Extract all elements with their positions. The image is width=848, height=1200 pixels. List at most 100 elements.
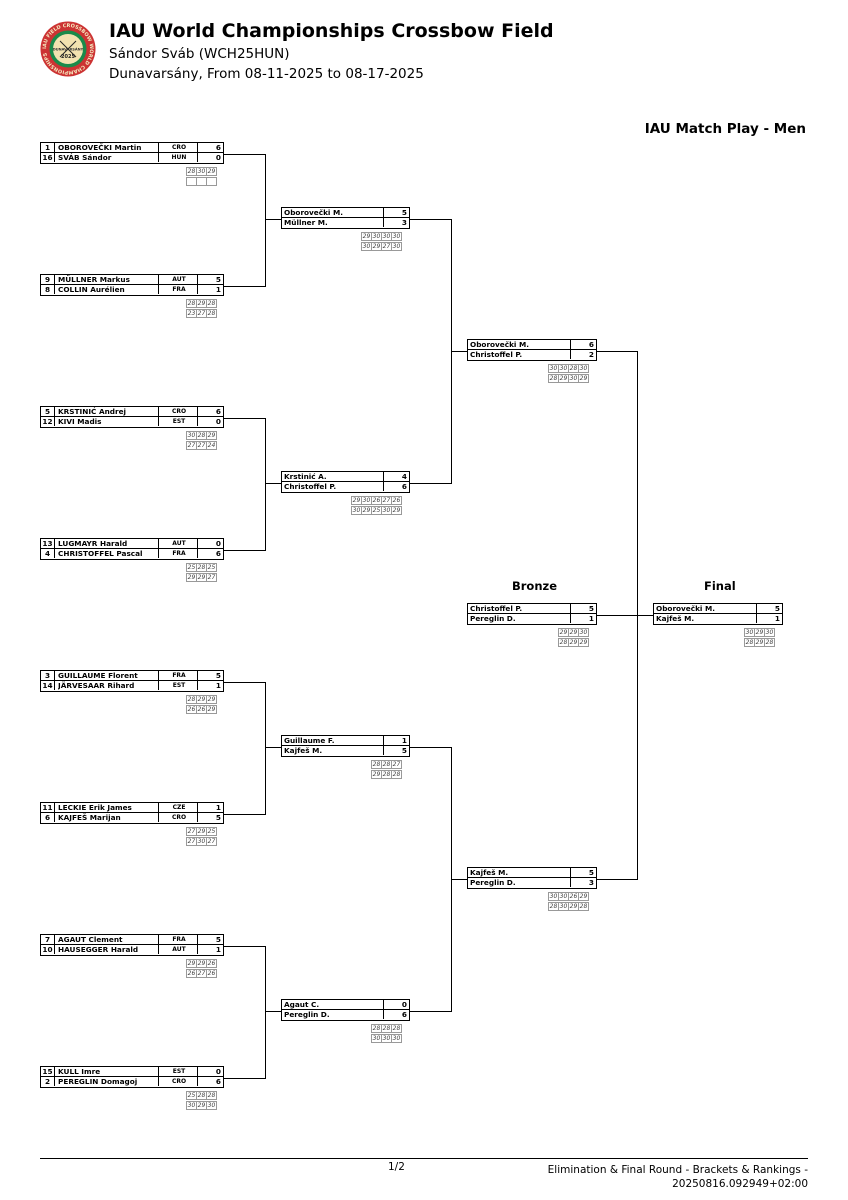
- athlete-name: Oborovečki M.: [656, 604, 716, 613]
- match-row: 15 KULL Imre EST 0: [40, 1066, 224, 1077]
- match-row: Kajfeš M. 5: [467, 867, 597, 878]
- country-code: FRA: [158, 285, 199, 294]
- report-info: Elimination & Final Round - Brackets & R…: [548, 1163, 808, 1191]
- end-scores-row: 28 30 29: [186, 167, 217, 176]
- end-score: 24: [206, 441, 217, 450]
- logo-year: 2025: [61, 54, 75, 60]
- end-score: 29: [578, 374, 589, 383]
- athlete-name: MÜLLNER Markus: [58, 275, 130, 284]
- end-score: 27: [206, 837, 217, 846]
- end-scores-row: 28 28 28: [371, 1024, 402, 1033]
- country-code: FRA: [158, 671, 199, 680]
- end-score: 28: [206, 1091, 217, 1100]
- athlete-name: Krstinić A.: [284, 472, 327, 481]
- end-scores-row: 29 30 30 30: [361, 232, 402, 241]
- end-scores-row: 27 30 27: [186, 837, 217, 846]
- match-row: 8 COLLIN Aurélien FRA 1: [40, 285, 224, 296]
- end-scores-row: 28 29 30 29: [548, 374, 589, 383]
- footer-divider: [40, 1158, 808, 1159]
- set-points: 0: [383, 1000, 409, 1009]
- seed: 6: [41, 813, 55, 822]
- seed: 7: [41, 935, 55, 944]
- set-points: 6: [197, 549, 223, 558]
- end-score: 30: [578, 628, 589, 637]
- end-scores-row: 29 29 30: [558, 628, 589, 637]
- seed: 12: [41, 417, 55, 426]
- athlete-name: PEREGLIN Domagoj: [58, 1077, 138, 1086]
- end-scores-row: 30 29 30: [186, 1101, 217, 1110]
- seed: 5: [41, 407, 55, 416]
- seed: 3: [41, 671, 55, 680]
- set-points: 2: [570, 350, 596, 359]
- athlete-name: SVÁB Sándor: [58, 153, 112, 162]
- match-row: Christoffel P. 2: [467, 350, 597, 361]
- seed: 11: [41, 803, 55, 812]
- set-points: 5: [197, 671, 223, 680]
- end-scores-row: 27 29 25: [186, 827, 217, 836]
- athlete-name: KRSTINIĆ Andrej: [58, 407, 127, 416]
- seed: 16: [41, 153, 55, 162]
- country-code: CRO: [158, 143, 199, 152]
- end-scores-row: 30 29 30: [744, 628, 775, 637]
- logo-center-text: DUNAVARSÁNY: [53, 47, 84, 52]
- set-points: 6: [383, 1010, 409, 1019]
- set-points: 5: [570, 604, 596, 613]
- set-points: 5: [197, 813, 223, 822]
- match-row: Oborovečki M. 6: [467, 339, 597, 350]
- match-row: Pereglin D. 3: [467, 878, 597, 889]
- set-points: 0: [197, 417, 223, 426]
- athlete-name: CHRISTOFFEL Pascal: [58, 549, 143, 558]
- set-points: 5: [570, 868, 596, 877]
- athlete-name: Oborovečki M.: [470, 340, 530, 349]
- athlete-name: KAJFEŠ Marijan: [58, 813, 121, 822]
- set-points: 1: [570, 614, 596, 623]
- end-scores-row: 28 29 29: [558, 638, 589, 647]
- set-points: 5: [383, 208, 409, 217]
- set-points: 1: [756, 614, 782, 623]
- end-scores-row: 29 29 27: [186, 573, 217, 582]
- country-code: CRO: [158, 1077, 199, 1086]
- end-scores-row: 29 28 28: [371, 770, 402, 779]
- match-row: Krstinić A. 4: [281, 471, 410, 482]
- set-points: 4: [383, 472, 409, 481]
- end-score: 25: [206, 827, 217, 836]
- athlete-name: Christoffel P.: [470, 350, 523, 359]
- match-row: Pereglin D. 6: [281, 1010, 410, 1021]
- match-row: Pereglin D. 1: [467, 614, 597, 625]
- athlete-name: KULL Imre: [58, 1067, 101, 1076]
- report-name: Elimination & Final Round - Brackets & R…: [547, 1164, 808, 1176]
- end-scores-row: 30 28 29: [186, 431, 217, 440]
- match-row: 10 HAUSEGGER Harald AUT 1: [40, 945, 224, 956]
- country-code: EST: [158, 681, 199, 690]
- end-scores-row: 30 30 30: [371, 1034, 402, 1043]
- end-score: 29: [206, 695, 217, 704]
- match-row: Oborovečki M. 5: [653, 603, 783, 614]
- end-scores-row: 25 28 25: [186, 563, 217, 572]
- championship-logo: IAU FIELD CROSSBOW WORLD CHAMPIONSHIPS D…: [40, 21, 96, 77]
- athlete-name: KIVI Madis: [58, 417, 102, 426]
- athlete-name: Oborovečki M.: [284, 208, 344, 217]
- end-scores-row: 26 27 26: [186, 969, 217, 978]
- country-code: AUT: [158, 275, 199, 284]
- set-points: 0: [197, 539, 223, 548]
- end-score: 28: [764, 638, 775, 647]
- set-points: 5: [197, 275, 223, 284]
- end-scores-row: 28 29 28: [186, 299, 217, 308]
- event-subtitle: Sándor Sváb (WCH25HUN): [109, 46, 290, 62]
- match-row: 11 LECKIE Erik James CZE 1: [40, 802, 224, 813]
- country-code: CRO: [158, 407, 199, 416]
- page-title: IAU World Championships Crossbow Field: [109, 20, 554, 42]
- match-row: Christoffel P. 6: [281, 482, 410, 493]
- end-score: [206, 177, 217, 186]
- set-points: 6: [383, 482, 409, 491]
- match-row: 5 KRSTINIĆ Andrej CRO 6: [40, 406, 224, 417]
- match-row: Müllner M. 3: [281, 218, 410, 229]
- athlete-name: COLLIN Aurélien: [58, 285, 125, 294]
- end-scores-row: 30 29 27 30: [361, 242, 402, 251]
- end-score: 30: [391, 242, 402, 251]
- match-row: 12 KIVI Madis EST 0: [40, 417, 224, 428]
- end-score: 26: [391, 496, 402, 505]
- match-row: 16 SVÁB Sándor HUN 0: [40, 153, 224, 164]
- end-score: 28: [578, 902, 589, 911]
- end-score: 30: [391, 232, 402, 241]
